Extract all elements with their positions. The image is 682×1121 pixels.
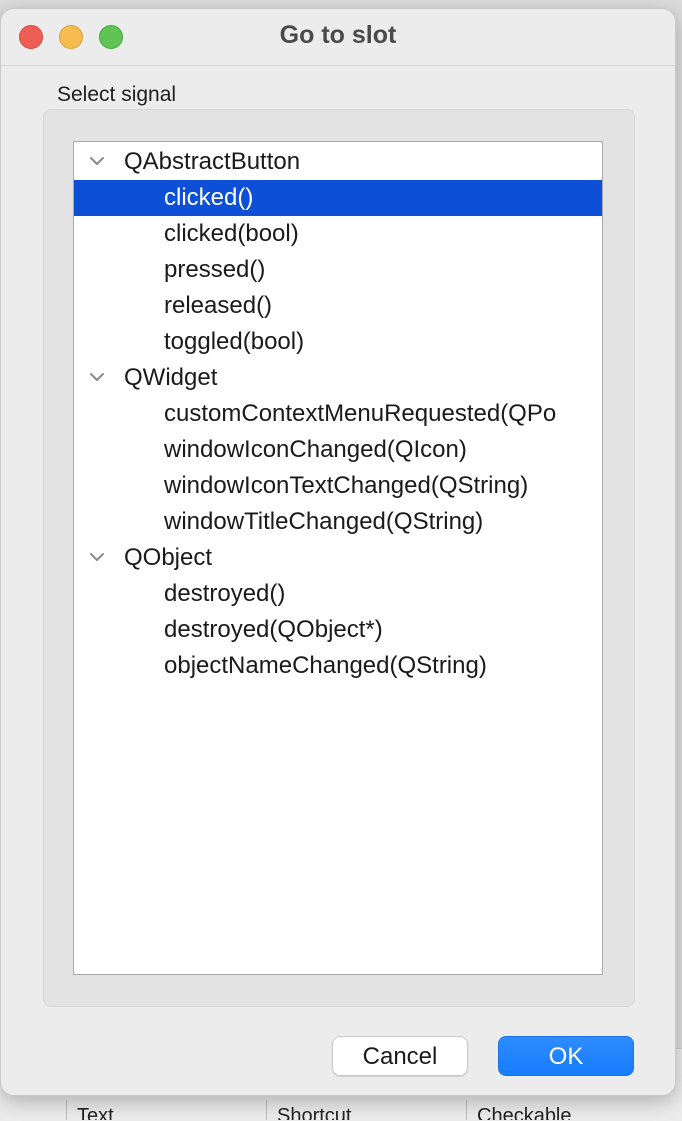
tree-signal-row[interactable]: windowIconChanged(QIcon) [74, 432, 602, 468]
go-to-slot-dialog: Go to slot Select signal QAbstractButton… [0, 8, 676, 1096]
minimize-window-button[interactable] [59, 25, 83, 49]
tree-signal-row[interactable]: windowTitleChanged(QString) [74, 504, 602, 540]
tree-group-row[interactable]: QAbstractButton [74, 144, 602, 180]
ok-button[interactable]: OK [498, 1036, 634, 1076]
tree-signal-label: objectNameChanged(QString) [164, 652, 487, 679]
column-header-text[interactable]: Text [66, 1100, 267, 1120]
tree-signal-row[interactable]: windowIconTextChanged(QString) [74, 468, 602, 504]
close-window-button[interactable] [19, 25, 43, 49]
tree-signal-row[interactable]: objectNameChanged(QString) [74, 648, 602, 684]
select-signal-label: Select signal [57, 83, 177, 106]
tree-group-row[interactable]: QWidget [74, 360, 602, 396]
title-bar[interactable]: Go to slot [1, 9, 675, 66]
tree-signal-row[interactable]: clicked() [74, 180, 602, 216]
tree-signal-label: clicked(bool) [164, 220, 299, 247]
tree-signal-label: windowIconChanged(QIcon) [164, 436, 467, 463]
tree-signal-label: clicked() [164, 184, 254, 211]
tree-signal-row[interactable]: destroyed(QObject*) [74, 612, 602, 648]
tree-signal-row[interactable]: destroyed() [74, 576, 602, 612]
tree-group-label: QObject [124, 544, 213, 571]
tree-signal-row[interactable]: released() [74, 288, 602, 324]
tree-signal-label: windowTitleChanged(QString) [164, 508, 484, 535]
tree-group-row[interactable]: QObject [74, 540, 602, 576]
signal-tree[interactable]: QAbstractButton clicked() clicked(bool) pre… [73, 141, 603, 975]
tree-signal-label: released() [164, 292, 273, 319]
column-header-shortcut[interactable]: Shortcut [266, 1100, 467, 1120]
chevron-down-icon[interactable] [88, 370, 106, 384]
dialog-title: Go to slot [279, 21, 397, 49]
zoom-window-button[interactable] [99, 25, 123, 49]
tree-signal-label: windowIconTextChanged(QString) [164, 472, 529, 499]
tree-signal-label: destroyed() [164, 580, 286, 607]
tree-group-label: QAbstractButton [124, 148, 301, 175]
tree-signal-row[interactable]: toggled(bool) [74, 324, 602, 360]
tree-signal-row[interactable]: customContextMenuRequested(QPo [74, 396, 602, 432]
tree-signal-label: destroyed(QObject*) [164, 616, 383, 643]
tree-group-label: QWidget [124, 364, 218, 391]
cancel-button[interactable]: Cancel [332, 1036, 468, 1076]
chevron-down-icon[interactable] [88, 154, 106, 168]
tree-signal-label: customContextMenuRequested(QPo [164, 400, 557, 427]
tree-signal-row[interactable]: pressed() [74, 252, 602, 288]
tree-signal-row[interactable]: clicked(bool) [74, 216, 602, 252]
chevron-down-icon[interactable] [88, 550, 106, 564]
tree-signal-label: pressed() [164, 256, 266, 283]
tree-signal-label: toggled(bool) [164, 328, 305, 355]
column-header-checkable[interactable]: Checkable [466, 1100, 677, 1120]
